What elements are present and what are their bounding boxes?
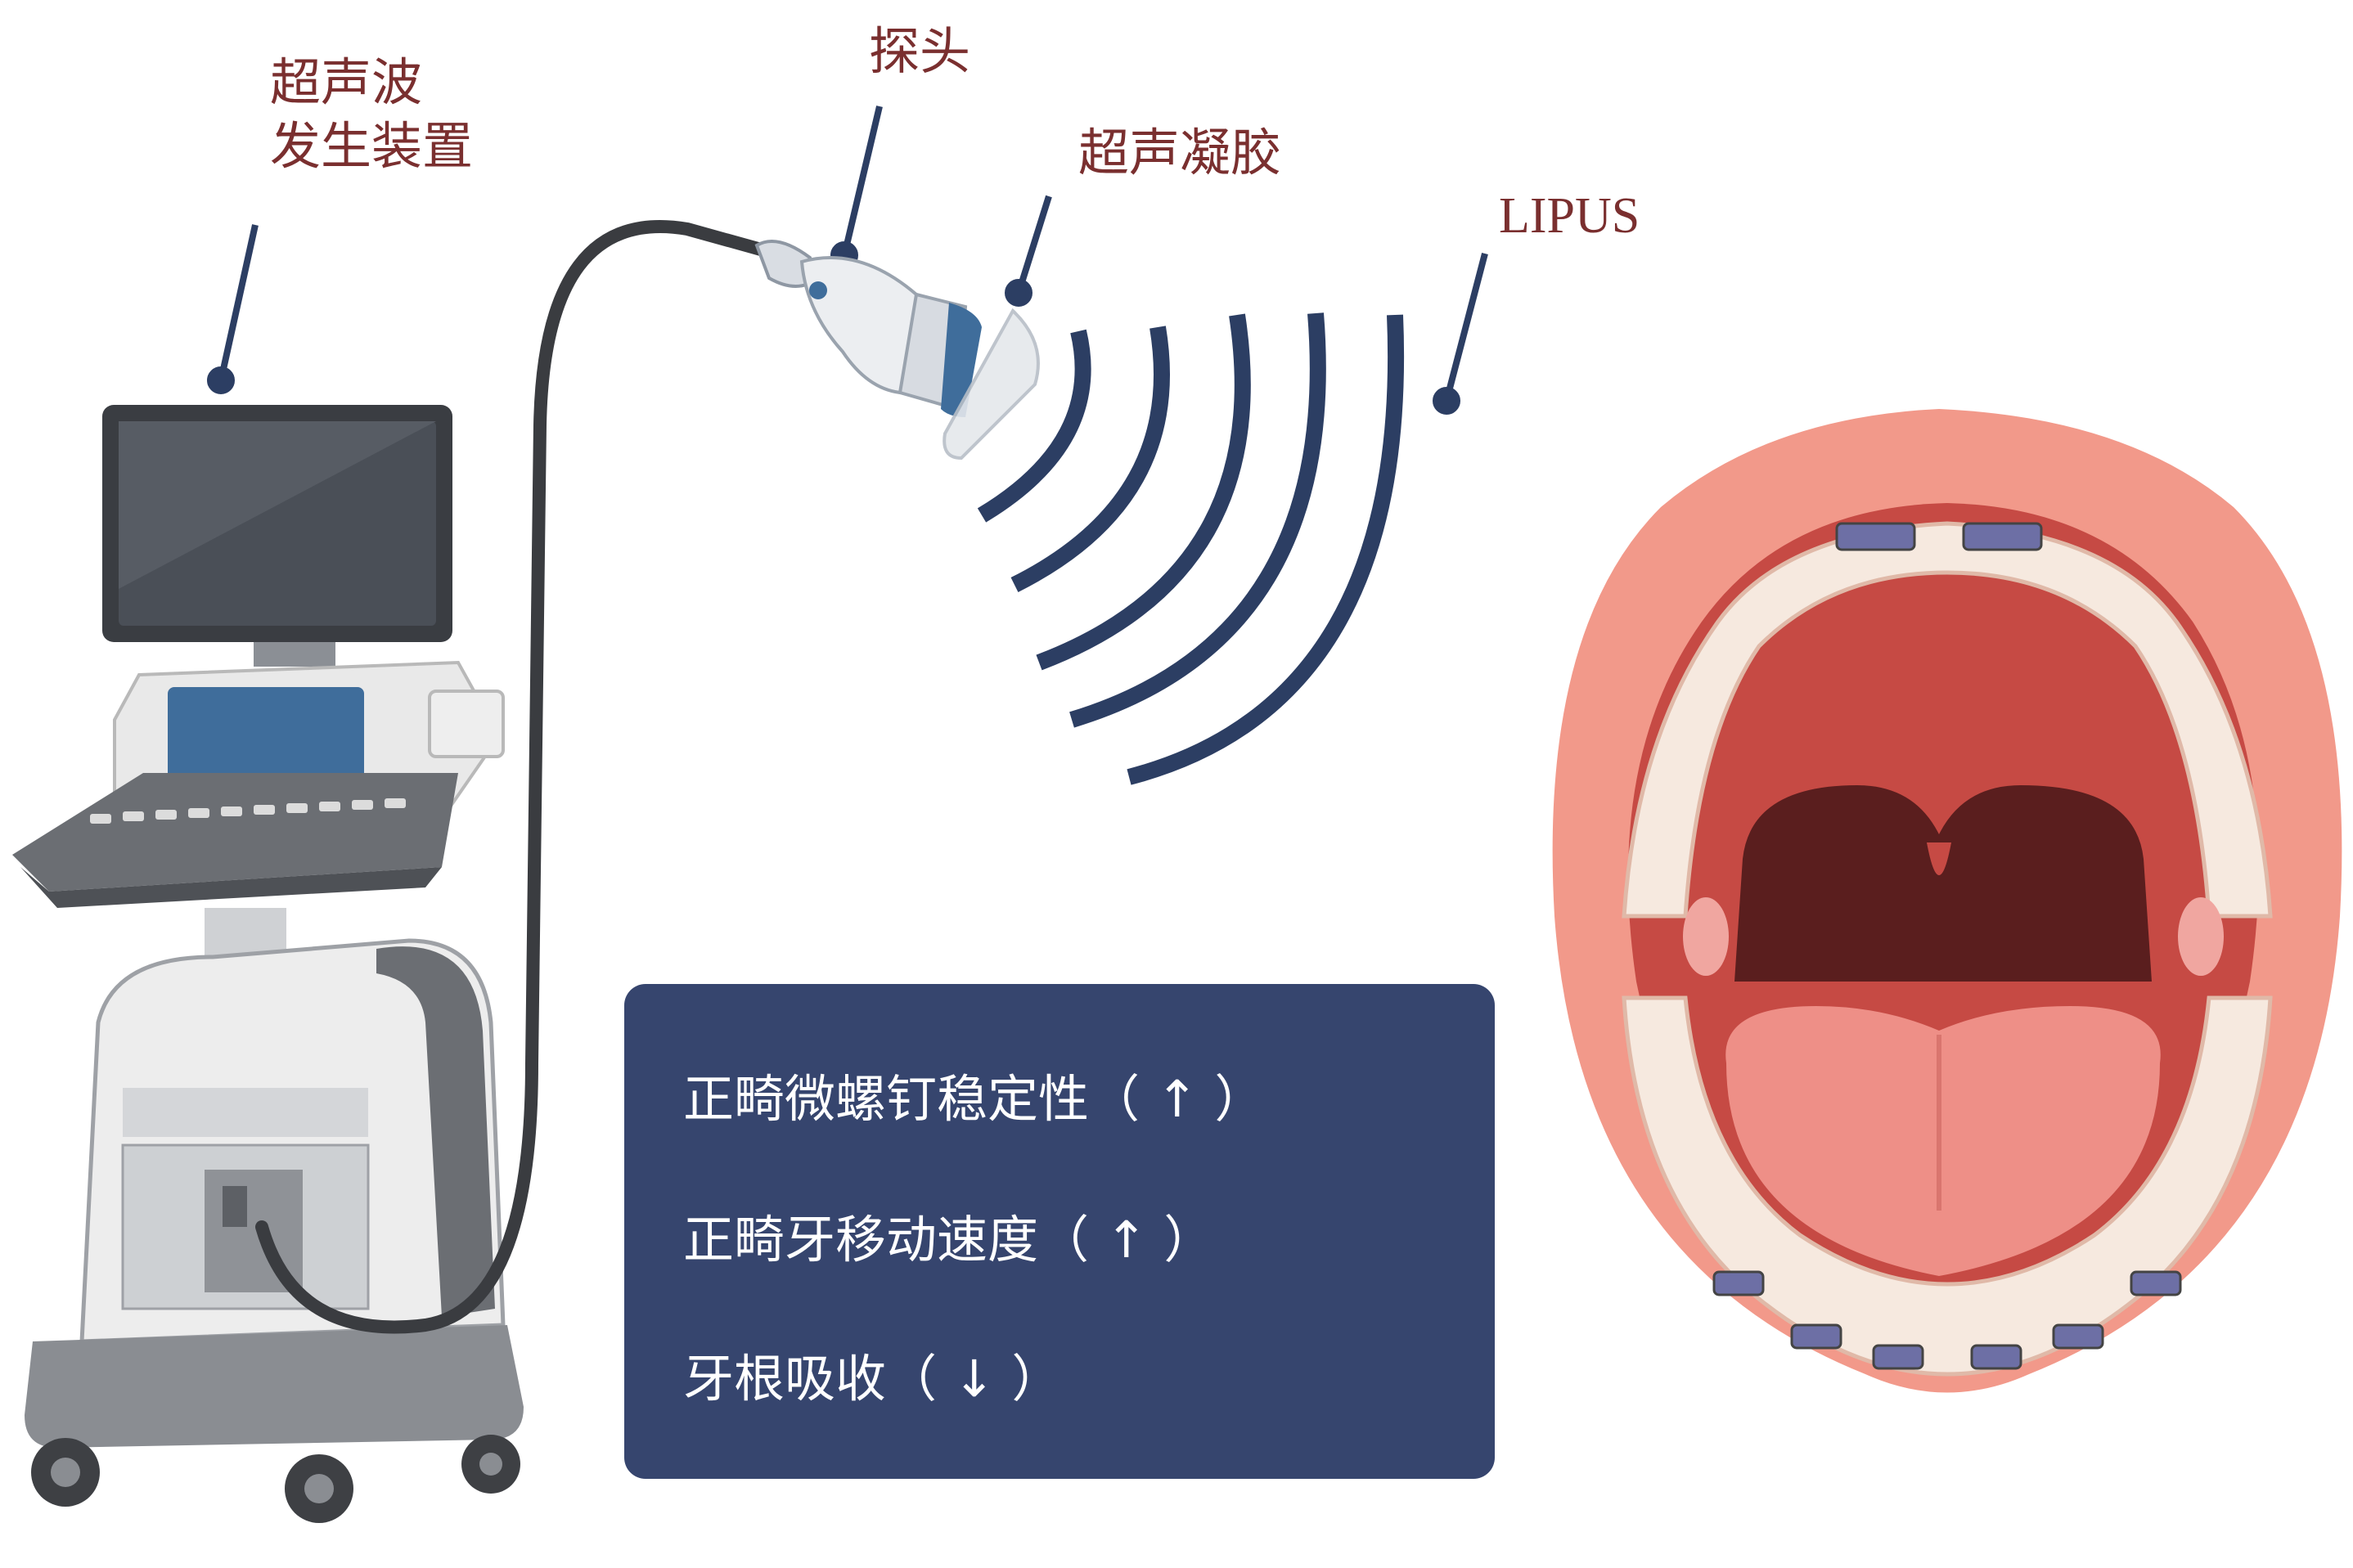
wave-1 [977, 329, 1091, 523]
label-probe: 探头 [869, 21, 971, 81]
wave-3 [1036, 313, 1251, 671]
wave-4 [1069, 312, 1326, 728]
effect-item-root-resorption: 牙根吸收（ ↓ ） [683, 1349, 1063, 1409]
leader-dot-gel [1005, 279, 1033, 307]
leader-lines [207, 106, 1488, 415]
ultrasound-waves-icon [977, 312, 1404, 785]
leader-line-device [218, 224, 259, 381]
gel-pad-icon [943, 308, 1040, 461]
label-lipus: LIPUS [1499, 188, 1640, 244]
effects-box: 正畸微螺钉稳定性（ ↑ ） 正畸牙移动速度（ ↑ ） 牙根吸收（ ↓ ） [624, 984, 1495, 1479]
ultrasound-probe-icon [754, 240, 982, 417]
wave-5 [1127, 314, 1404, 785]
leader-dot-lipus [1433, 387, 1460, 415]
leader-line-gel [1015, 195, 1052, 294]
label-ultrasound-device-line2: 发生装置 [270, 115, 474, 176]
leader-dot-device [207, 366, 235, 394]
leader-line-probe [841, 106, 883, 256]
label-gel: 超声凝胶 [1078, 123, 1282, 182]
label-ultrasound-device: 超声波 发生装置 [270, 51, 473, 177]
probe-cable [255, 220, 767, 1334]
open-mouth-braces-icon [1552, 409, 2342, 1393]
wave-2 [1010, 326, 1170, 592]
effect-item-tooth-movement-speed: 正畸牙移动速度（ ↑ ） [683, 1210, 1215, 1269]
effect-item-microscrew-stability: 正畸微螺钉稳定性（ ↑ ） [683, 1069, 1266, 1129]
ultrasound-machine-icon [12, 405, 524, 1523]
label-ultrasound-device-line1: 超声波 [270, 52, 423, 112]
leader-line-lipus [1443, 252, 1488, 402]
